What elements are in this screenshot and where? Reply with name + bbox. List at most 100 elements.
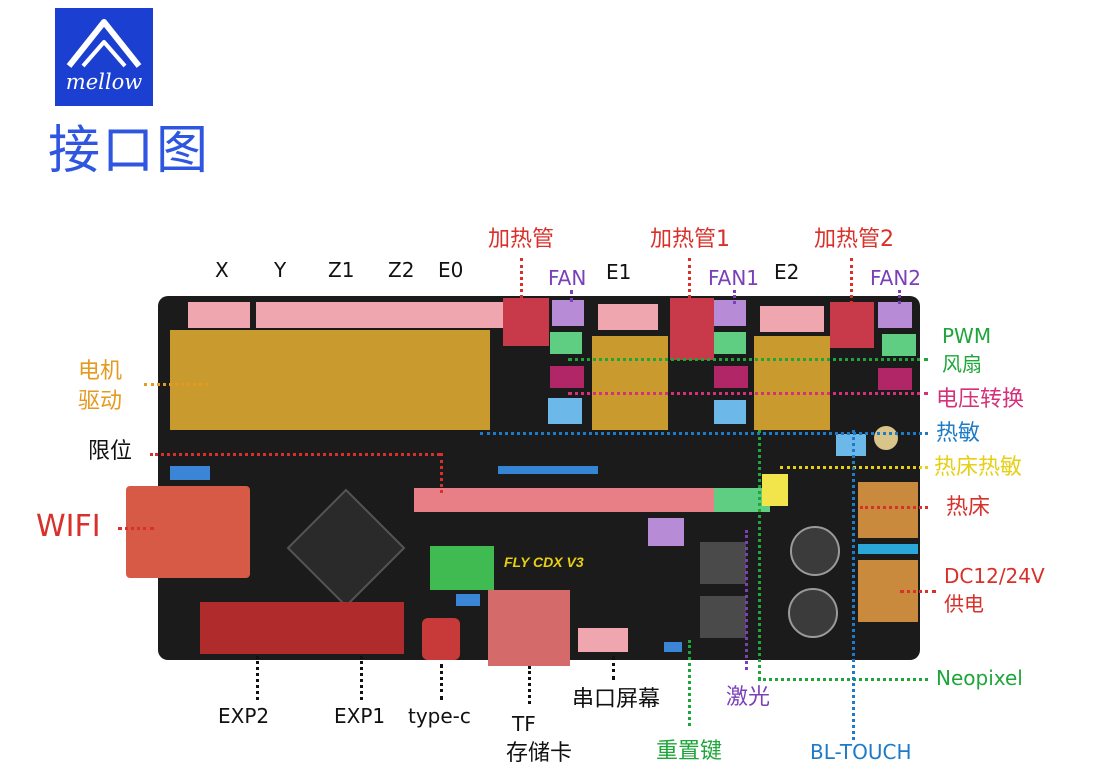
label-e2: E2: [774, 260, 800, 284]
wifi-blue-connector: [170, 466, 210, 480]
leader-line: [520, 258, 523, 298]
exp1-connector: [300, 602, 404, 654]
stepper-driver: [410, 330, 490, 430]
label-pwm-fan: 风扇: [942, 352, 982, 376]
reset-jumper: [664, 642, 682, 652]
voltage-jumper: [878, 368, 912, 390]
leader-line: [898, 290, 901, 304]
heater1-connector: [670, 298, 714, 360]
stepper-driver: [330, 330, 410, 430]
leader-line: [118, 527, 154, 530]
label-pwm: PWM: [942, 324, 992, 348]
label-exp2: EXP2: [218, 704, 270, 728]
leader-line: [852, 430, 855, 740]
motor-connector-e0: [442, 302, 504, 328]
stepper-driver: [170, 330, 250, 430]
leader-line: [850, 258, 853, 304]
mountain-icon: [66, 19, 142, 68]
leader-line: [150, 453, 440, 456]
motor-connector-y: [256, 302, 318, 328]
label-limit: 限位: [88, 439, 133, 464]
label-y: Y: [274, 258, 287, 282]
exp2-connector: [200, 602, 300, 654]
tf-card-slot: [488, 590, 570, 666]
label-power-supply: 供电: [944, 592, 984, 616]
blue-pin-header: [498, 466, 598, 474]
motor-connector-x: [188, 302, 250, 328]
motor-connector-e2: [760, 306, 824, 332]
thermistor-connector: [836, 434, 866, 456]
capacitor: [790, 526, 840, 576]
voltage-jumper: [714, 366, 748, 388]
label-tf-card: 存储卡: [506, 741, 573, 766]
heater-connector: [503, 298, 549, 346]
thermistor-connector: [714, 400, 746, 424]
mounting-hole: [874, 426, 898, 450]
label-bed-thermistor: 热床热敏: [934, 455, 1023, 480]
label-reset: 重置键: [656, 739, 723, 764]
usb-c-port: [422, 618, 460, 660]
leader-line: [688, 258, 691, 298]
label-laser: 激光: [726, 685, 771, 710]
logo-text: mellow: [65, 70, 143, 94]
voltage-jumper: [550, 366, 584, 388]
label-tf: TF: [512, 712, 536, 736]
hotbed-terminal: [858, 482, 918, 538]
leader-line: [256, 656, 259, 700]
reset-boot-buttons: [430, 546, 494, 590]
wifi-module: [126, 486, 250, 578]
label-heater1: 加热管1: [650, 227, 730, 252]
label-heater: 加热管: [488, 227, 555, 252]
page-title: 接口图: [48, 121, 211, 181]
label-z1: Z1: [328, 258, 355, 282]
leader-line: [758, 430, 761, 680]
label-neopixel: Neopixel: [936, 666, 1023, 690]
pwm-fan-connector: [714, 332, 746, 354]
fan1-connector: [714, 300, 746, 326]
leader-line: [900, 590, 936, 593]
label-fan: FAN: [548, 266, 587, 290]
leader-line: [144, 383, 208, 386]
inductor: [700, 596, 746, 638]
leader-line: [758, 678, 928, 681]
blue-switch: [456, 594, 480, 606]
leader-line: [528, 666, 531, 704]
leader-line: [440, 453, 443, 493]
leader-line: [480, 432, 928, 435]
mellow-logo: mellow: [55, 8, 153, 106]
leader-line: [570, 290, 573, 302]
stepper-driver: [754, 336, 830, 430]
label-bltouch: BL-TOUCH: [810, 740, 912, 764]
label-typec: type-c: [408, 704, 471, 728]
leader-line: [688, 640, 691, 726]
leader-line: [733, 290, 736, 304]
label-hotbed: 热床: [946, 495, 991, 520]
label-e0: E0: [438, 258, 464, 282]
limit-switch-row: [414, 488, 714, 512]
capacitor: [788, 588, 838, 638]
leader-line: [745, 530, 748, 670]
pwm-fan-connector: [550, 332, 582, 354]
motor-connector-z1: [318, 302, 380, 328]
label-motor: 电机: [78, 359, 123, 384]
fuse: [858, 544, 918, 554]
motor-connector-z2: [380, 302, 442, 328]
board-label: FLY CDX V3: [504, 554, 584, 570]
motor-connector-e1: [598, 304, 658, 330]
label-thermistor: 热敏: [936, 421, 981, 446]
label-exp1: EXP1: [334, 704, 386, 728]
label-fan1: FAN1: [708, 266, 760, 290]
mcu-chip: [286, 488, 406, 608]
laser-connector: [648, 518, 684, 546]
inductor: [700, 542, 746, 584]
label-wifi: WIFI: [36, 509, 101, 544]
screen-connector: [578, 628, 628, 652]
leader-line: [860, 506, 928, 509]
thermistor-connector: [548, 398, 582, 424]
label-z2: Z2: [388, 258, 415, 282]
bed-thermistor-connector: [762, 474, 788, 506]
leader-line: [360, 656, 363, 700]
pwm-fan-connector: [882, 334, 916, 356]
circuit-board: FLY CDX V3: [126, 296, 920, 666]
